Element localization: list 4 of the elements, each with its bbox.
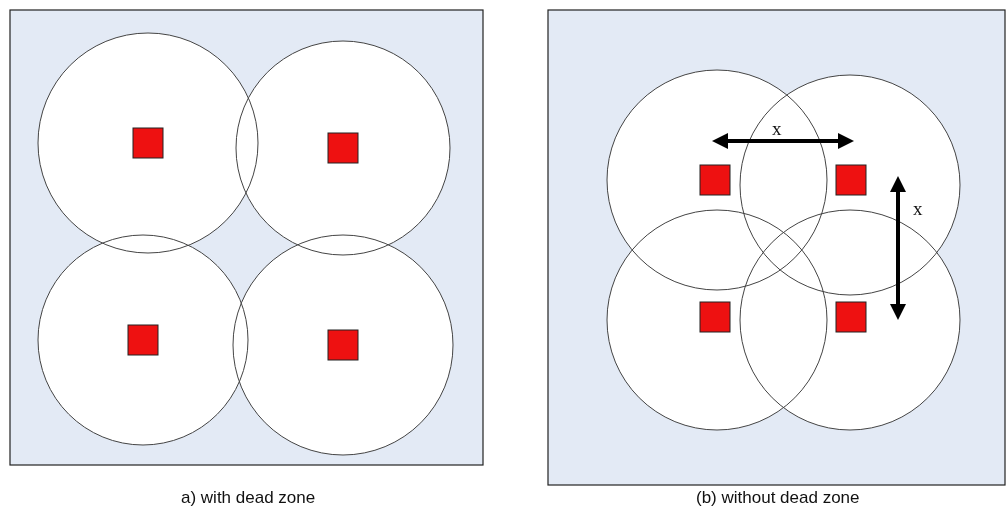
dimension-label: x (772, 118, 782, 140)
figure-caption: (b) without dead zone (696, 488, 860, 508)
figure-caption: a) with dead zone (181, 488, 316, 508)
dimension-label: x (913, 198, 923, 220)
